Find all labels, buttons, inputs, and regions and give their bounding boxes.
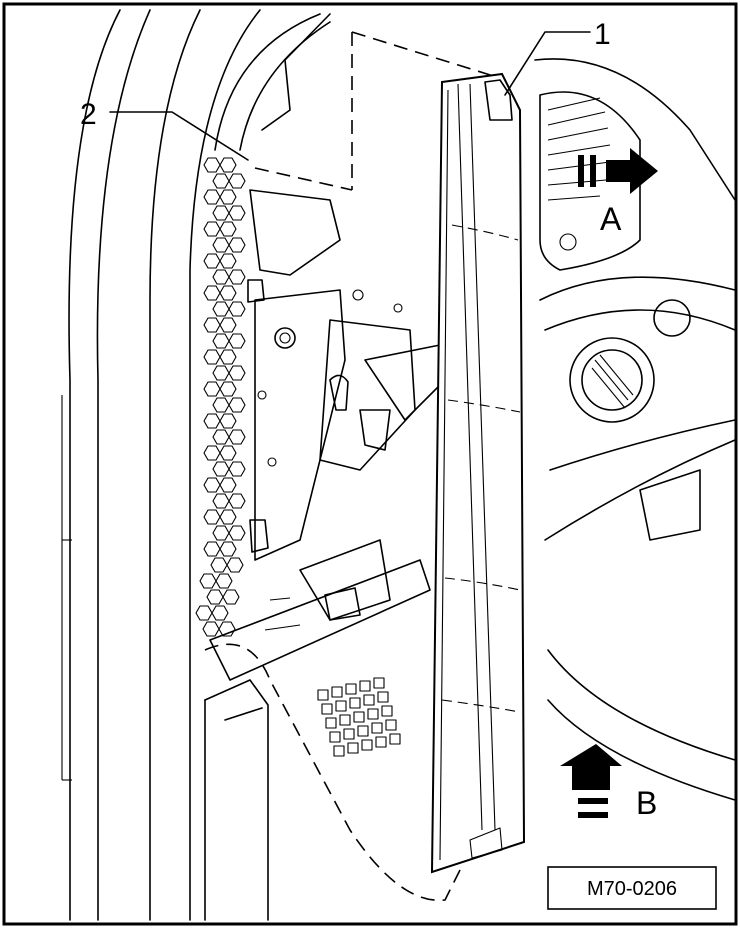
- floor-grid-cell: [375, 736, 387, 748]
- floor-grid-cell: [361, 739, 373, 751]
- floor-grid-cell: [367, 708, 379, 720]
- floor-grid-cell: [343, 728, 355, 740]
- floor-grid-cell: [333, 745, 345, 757]
- removal-path-dashed: [204, 31, 501, 902]
- callout-1: 1: [504, 18, 611, 96]
- honeycomb-cell: [219, 541, 237, 557]
- floor-grid-cell: [317, 689, 329, 701]
- floor-grid-cell: [371, 722, 383, 734]
- floor-grid-cell: [347, 742, 359, 754]
- honeycomb-cell: [228, 461, 246, 477]
- direction-arrow-a: A: [578, 148, 658, 237]
- honeycomb-cell: [228, 397, 246, 413]
- honeycomb-cell: [219, 509, 237, 525]
- honeycomb-cell: [219, 413, 237, 429]
- floor-grid-cell: [331, 686, 343, 698]
- floor-grid-cell: [321, 703, 333, 715]
- floor-grid-cell: [345, 683, 357, 695]
- honeycomb-cell: [219, 349, 237, 365]
- body-bracket: [209, 189, 441, 681]
- direction-b-label: B: [636, 785, 657, 821]
- floor-grid-cell: [339, 714, 351, 726]
- floor-grid-cell: [329, 731, 341, 743]
- floor-grid-cell: [381, 705, 393, 717]
- honeycomb-cell: [226, 557, 244, 573]
- figure-reference: M70-0206: [547, 866, 717, 910]
- floor-grid-cell: [325, 717, 337, 729]
- honeycomb-cell: [228, 205, 246, 221]
- honeycomb-cell: [228, 333, 246, 349]
- dashboard-vent: [534, 58, 736, 801]
- honeycomb-cell: [228, 525, 246, 541]
- honeycomb-cell: [228, 269, 246, 285]
- a-pillar-curve: [214, 13, 331, 151]
- honeycomb-cell: [228, 493, 246, 509]
- floor-grid-cell: [389, 733, 401, 745]
- honeycomb-cell: [219, 317, 237, 333]
- honeycomb-cell: [228, 301, 246, 317]
- honeycomb-cell: [218, 621, 236, 637]
- door-frame: [61, 9, 261, 921]
- floor-grid-cell: [373, 677, 385, 689]
- floor-grid: [317, 677, 401, 757]
- direction-arrow-b: B: [560, 744, 657, 821]
- right-arrow-icon: [606, 148, 658, 194]
- honeycomb-cell: [228, 173, 246, 189]
- callout-1-label: 1: [594, 18, 611, 51]
- honeycomb-cell: [219, 253, 237, 269]
- floor-grid-cell: [385, 719, 397, 731]
- honeycomb-cell: [219, 445, 237, 461]
- floor-grid-cell: [357, 725, 369, 737]
- honeycomb-cell: [219, 157, 237, 173]
- callout-2: 2: [80, 98, 249, 161]
- honeycomb-cell: [228, 237, 246, 253]
- honeycomb-cell: [219, 381, 237, 397]
- honeycomb-cell: [211, 605, 229, 621]
- a-pillar-trim-panel: [430, 72, 526, 874]
- honeycomb-seal: [195, 157, 246, 637]
- direction-a-label: A: [600, 201, 622, 237]
- figure-reference-label: M70-0206: [587, 878, 677, 900]
- callout-2-label: 2: [80, 98, 97, 131]
- floor-grid-cell: [377, 691, 389, 703]
- honeycomb-cell: [228, 429, 246, 445]
- floor-grid-cell: [353, 711, 365, 723]
- floor-grid-cell: [359, 680, 371, 692]
- honeycomb-cell: [228, 365, 246, 381]
- honeycomb-cell: [219, 189, 237, 205]
- honeycomb-cell: [219, 477, 237, 493]
- floor-grid-cell: [349, 697, 361, 709]
- honeycomb-cell: [219, 221, 237, 237]
- up-arrow-icon: [560, 744, 622, 790]
- floor-grid-cell: [363, 694, 375, 706]
- honeycomb-cell: [215, 573, 233, 589]
- honeycomb-cell: [219, 285, 237, 301]
- floor-grid-cell: [335, 700, 347, 712]
- lower-door-panel: [204, 679, 269, 921]
- honeycomb-cell: [222, 589, 240, 605]
